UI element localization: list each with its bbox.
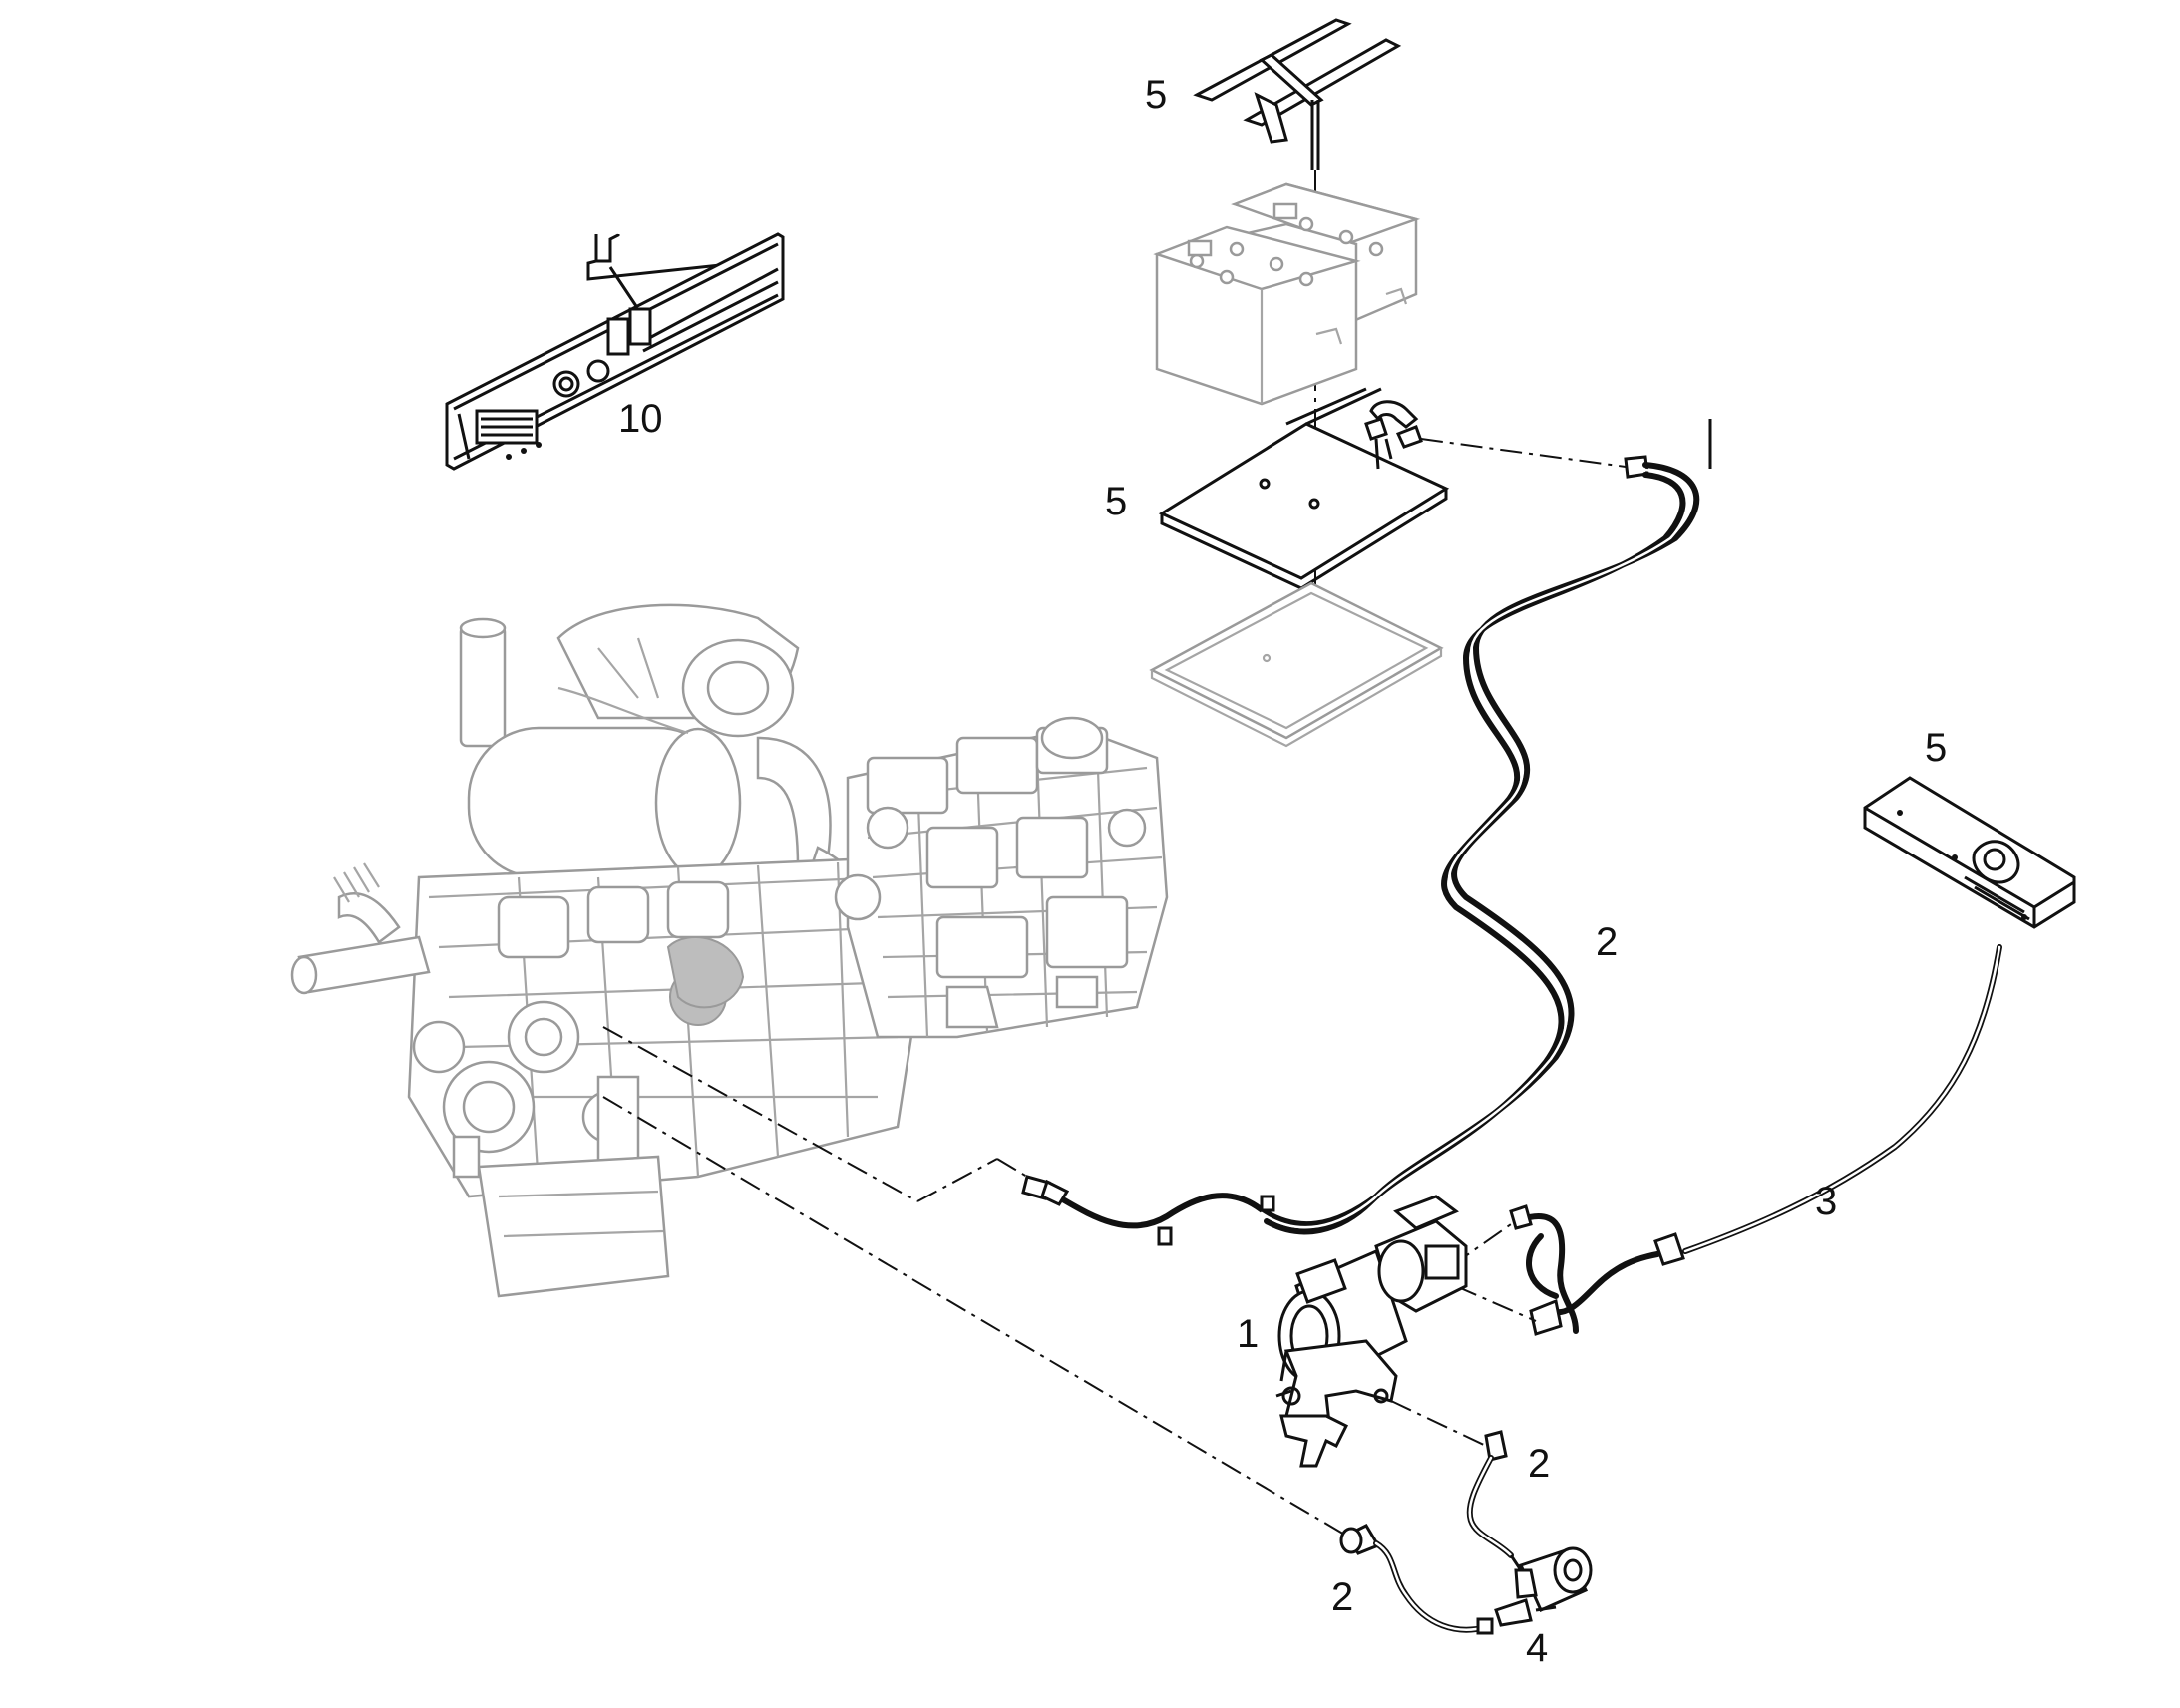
callout-controller: 5	[1925, 726, 1948, 770]
circulation-pump	[1494, 1546, 1593, 1627]
callout-hose-bottom: 2	[1331, 1575, 1354, 1619]
hold-down-bracket	[1193, 18, 1402, 170]
control-cable	[1548, 944, 2002, 1316]
coolant-heater	[1275, 1195, 1579, 1468]
callout-hose-right: 2	[1596, 920, 1619, 964]
callout-pump: 4	[1526, 1626, 1549, 1670]
callout-hose-lower: 2	[1528, 1442, 1551, 1486]
callout-bracket-top: 5	[1145, 73, 1168, 117]
coolant-hose-bottom	[1339, 1524, 1494, 1635]
control-panel	[445, 232, 785, 471]
callout-tray: 5	[1105, 480, 1128, 523]
battery-plate	[1149, 581, 1444, 748]
callout-cable: 3	[1815, 1180, 1838, 1223]
callout-panel: 10	[618, 397, 663, 441]
coolant-hose-main	[1021, 419, 1712, 1246]
battery-pair	[1153, 182, 1421, 406]
heater-controller	[1863, 776, 2076, 929]
battery-tray	[1158, 387, 1450, 590]
callout-heater: 1	[1237, 1312, 1260, 1356]
engine-assembly	[290, 603, 1169, 1298]
coolant-hose-lower	[1466, 1430, 1514, 1558]
